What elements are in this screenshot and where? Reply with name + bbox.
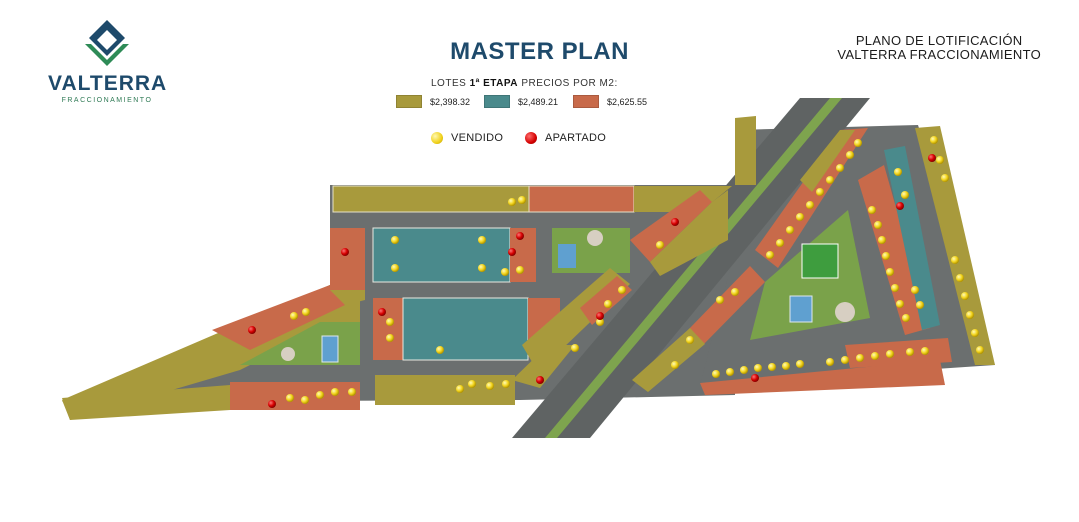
sold-dot-icon: [431, 132, 443, 144]
lotes-prefix: LOTES: [431, 78, 467, 89]
park-east: [750, 210, 870, 340]
status-legend-sold: VENDIDO: [431, 132, 503, 144]
plan-title: PLANO DE LOTIFICACIÓN VALTERRA FRACCIONA…: [837, 34, 1041, 62]
block-center-north: [372, 227, 630, 283]
reserved-dot-icon: [525, 132, 537, 144]
price-legend-item-1: $2,398.32: [396, 95, 470, 108]
plan-title-line2: VALTERRA FRACCIONAMIENTO: [837, 47, 1041, 62]
block-left-bottom: [62, 375, 515, 420]
sold-markers: [286, 136, 984, 404]
page-title: MASTER PLAN: [450, 38, 629, 65]
block-top-strip: [332, 185, 732, 213]
price-legend-item-2: $2,489.21: [484, 95, 558, 108]
status-label-sold: VENDIDO: [451, 132, 504, 144]
lotes-stage: 1ª ETAPA: [469, 78, 519, 89]
price-label-1: $2,398.32: [430, 96, 471, 107]
price-label-2: $2,489.21: [518, 96, 559, 107]
status-legend-reserved: APARTADO: [525, 132, 606, 144]
price-swatch-teal: [484, 95, 510, 108]
brand-name: VALTERRA: [48, 72, 168, 95]
valterra-logo: VALTERRA FRACCIONAMIENTO: [48, 18, 166, 108]
lotes-suffix: PRECIOS POR M2:: [521, 78, 618, 89]
price-swatch-olive: [396, 95, 422, 108]
reserved-markers: [248, 154, 936, 408]
main-avenue: [512, 98, 870, 438]
lotes-legend-title: LOTES 1ª ETAPA PRECIOS POR M2:: [431, 78, 618, 89]
park-left: [240, 322, 360, 365]
price-swatch-terracotta: [573, 95, 599, 108]
brand-subtitle: FRACCIONAMIENTO: [61, 97, 153, 104]
price-label-3: $2,625.55: [607, 96, 648, 107]
valterra-logo-icon: [85, 20, 129, 66]
block-left-west: [62, 228, 365, 420]
price-legend-item-3: $2,625.55: [573, 95, 647, 108]
block-south-east: [700, 338, 952, 395]
plan-title-line1: PLANO DE LOTIFICACIÓN: [855, 33, 1023, 48]
status-label-reserved: APARTADO: [545, 132, 607, 144]
block-avenue-east: [632, 116, 868, 392]
block-avenue-west: [522, 190, 728, 372]
